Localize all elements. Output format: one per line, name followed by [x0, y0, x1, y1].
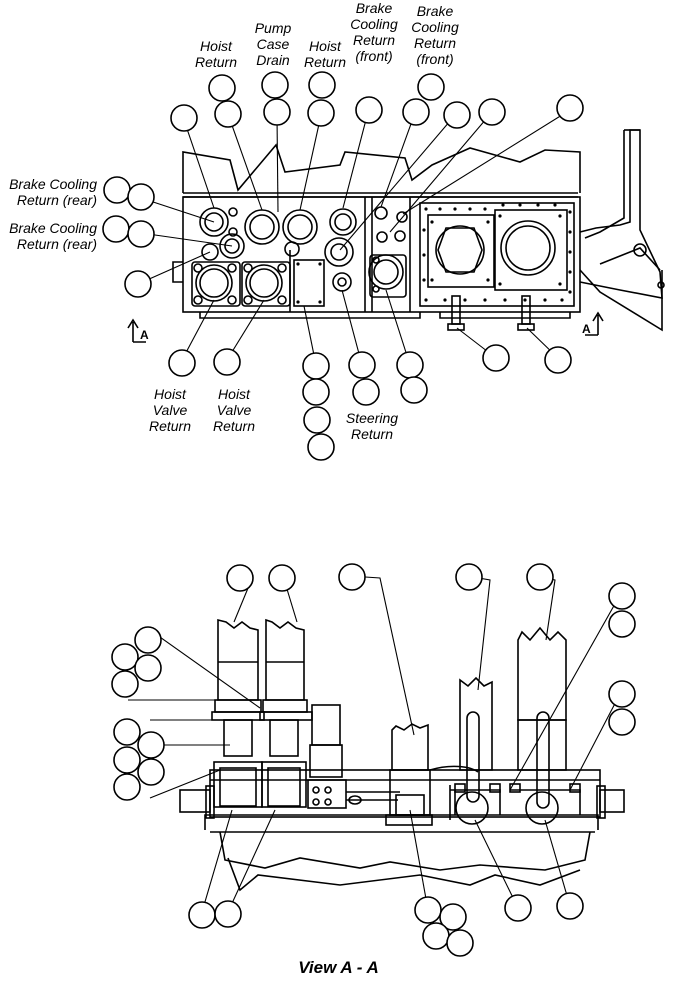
label-hoist-valve-return-1: Hoist Valve Return — [148, 386, 192, 434]
section-mark-left — [127, 318, 146, 343]
label-hoist-return-2: Hoist Return — [303, 38, 347, 70]
label-brake-cooling-return-front-2: Brake Cooling Return (front) — [411, 3, 459, 67]
label-pump-case-drain: Pump Case Drain — [254, 20, 292, 68]
view-a-a-assembly — [179, 618, 625, 892]
label-brake-cooling-return-front-1: Brake Cooling Return (front) — [350, 0, 398, 64]
label-brake-cooling-return-rear-1: Brake Cooling Return (rear) — [9, 176, 97, 208]
label-hoist-valve-return-2: Hoist Valve Return — [212, 386, 256, 434]
view-a-a-leaders — [128, 575, 623, 913]
section-mark-left-label: A — [140, 328, 149, 342]
top-view-callout-bubbles — [102, 71, 584, 461]
top-view-leaders — [137, 109, 571, 366]
label-steering-return: Steering Return — [345, 410, 399, 442]
view-a-a-callout-bubbles — [111, 563, 636, 957]
label-hoist-return-1: Hoist Return — [194, 38, 238, 70]
section-mark-right — [585, 311, 604, 336]
top-view-manifold — [172, 129, 665, 332]
section-mark-right-label: A — [582, 322, 591, 336]
label-brake-cooling-return-rear-2: Brake Cooling Return (rear) — [9, 220, 97, 252]
view-caption: View A - A — [298, 958, 379, 977]
